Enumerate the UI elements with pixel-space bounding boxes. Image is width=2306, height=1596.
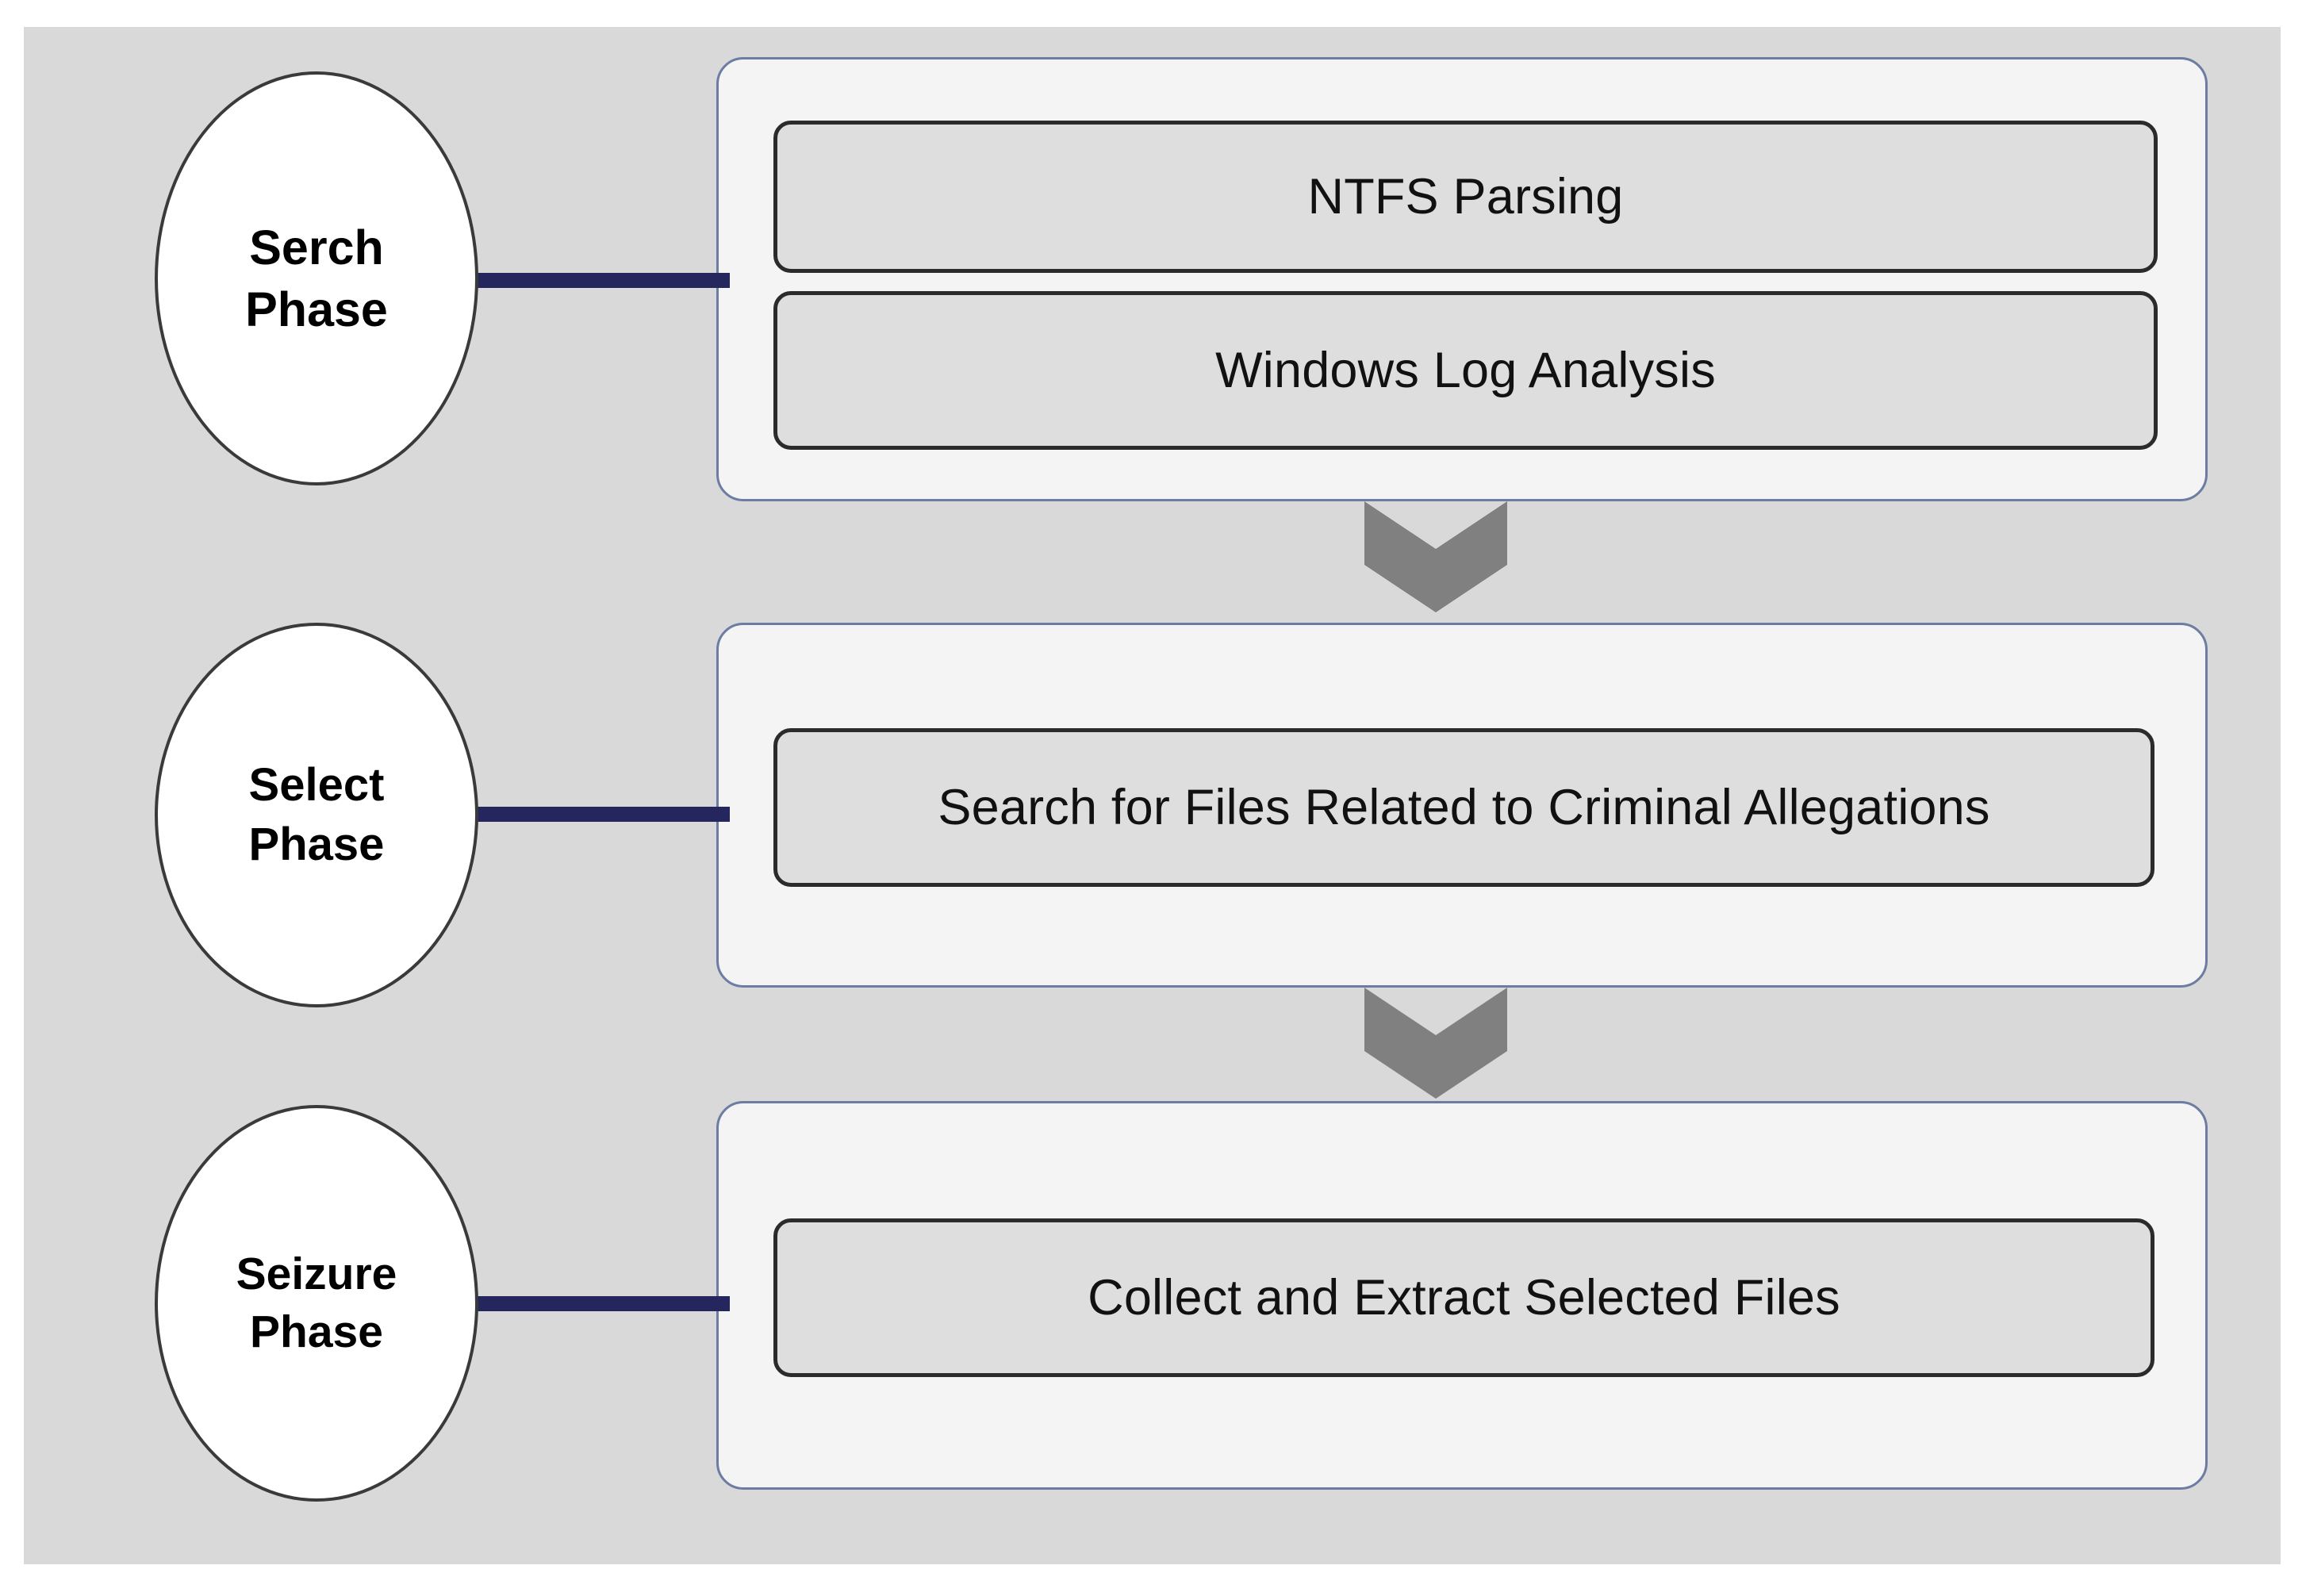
- phase-ellipse-line-2: Phase: [248, 818, 385, 870]
- connector-line-seizure: [460, 1296, 730, 1311]
- chevron-down-icon-select-to-seizure: [1364, 988, 1507, 1099]
- phase-row-seizure: Collect and Extract Selected Files Seizu…: [24, 1101, 2281, 1502]
- phase-panel-select: Search for Files Related to Criminal All…: [716, 623, 2208, 988]
- task-box-search-files-criminal-allegations[interactable]: Search for Files Related to Criminal All…: [773, 728, 2154, 887]
- phase-row-select: Search for Files Related to Criminal All…: [24, 623, 2281, 1007]
- phase-ellipse-line-2: Phase: [245, 282, 388, 336]
- phase-ellipse-select[interactable]: Select Phase: [155, 623, 478, 1007]
- connector-line-search: [460, 273, 730, 288]
- phase-ellipse-line-1: Serch: [249, 220, 384, 274]
- phase-ellipse-search[interactable]: Serch Phase: [155, 71, 478, 485]
- diagram-canvas: NTFS Parsing Windows Log Analysis Serch …: [24, 27, 2281, 1564]
- connector-line-select: [460, 807, 730, 822]
- task-box-collect-extract-selected-files[interactable]: Collect and Extract Selected Files: [773, 1218, 2154, 1377]
- phase-panel-search: NTFS Parsing Windows Log Analysis: [716, 57, 2208, 501]
- task-label: NTFS Parsing: [1307, 169, 1624, 224]
- phase-ellipse-line-2: Phase: [250, 1306, 383, 1357]
- phase-ellipse-line-1: Seizure: [236, 1249, 397, 1300]
- task-label: Collect and Extract Selected Files: [1088, 1270, 1840, 1326]
- task-box-ntfs-parsing[interactable]: NTFS Parsing: [773, 121, 2158, 273]
- chevron-down-icon-search-to-select: [1364, 501, 1507, 612]
- phase-row-search: NTFS Parsing Windows Log Analysis Serch …: [24, 57, 2281, 501]
- phase-ellipse-seizure[interactable]: Seizure Phase: [155, 1105, 478, 1502]
- task-label: Search for Files Related to Criminal All…: [938, 780, 1990, 835]
- phase-panel-seizure: Collect and Extract Selected Files: [716, 1101, 2208, 1490]
- phase-ellipse-line-1: Select: [248, 759, 385, 811]
- task-label: Windows Log Analysis: [1215, 343, 1716, 398]
- task-box-windows-log-analysis[interactable]: Windows Log Analysis: [773, 291, 2158, 450]
